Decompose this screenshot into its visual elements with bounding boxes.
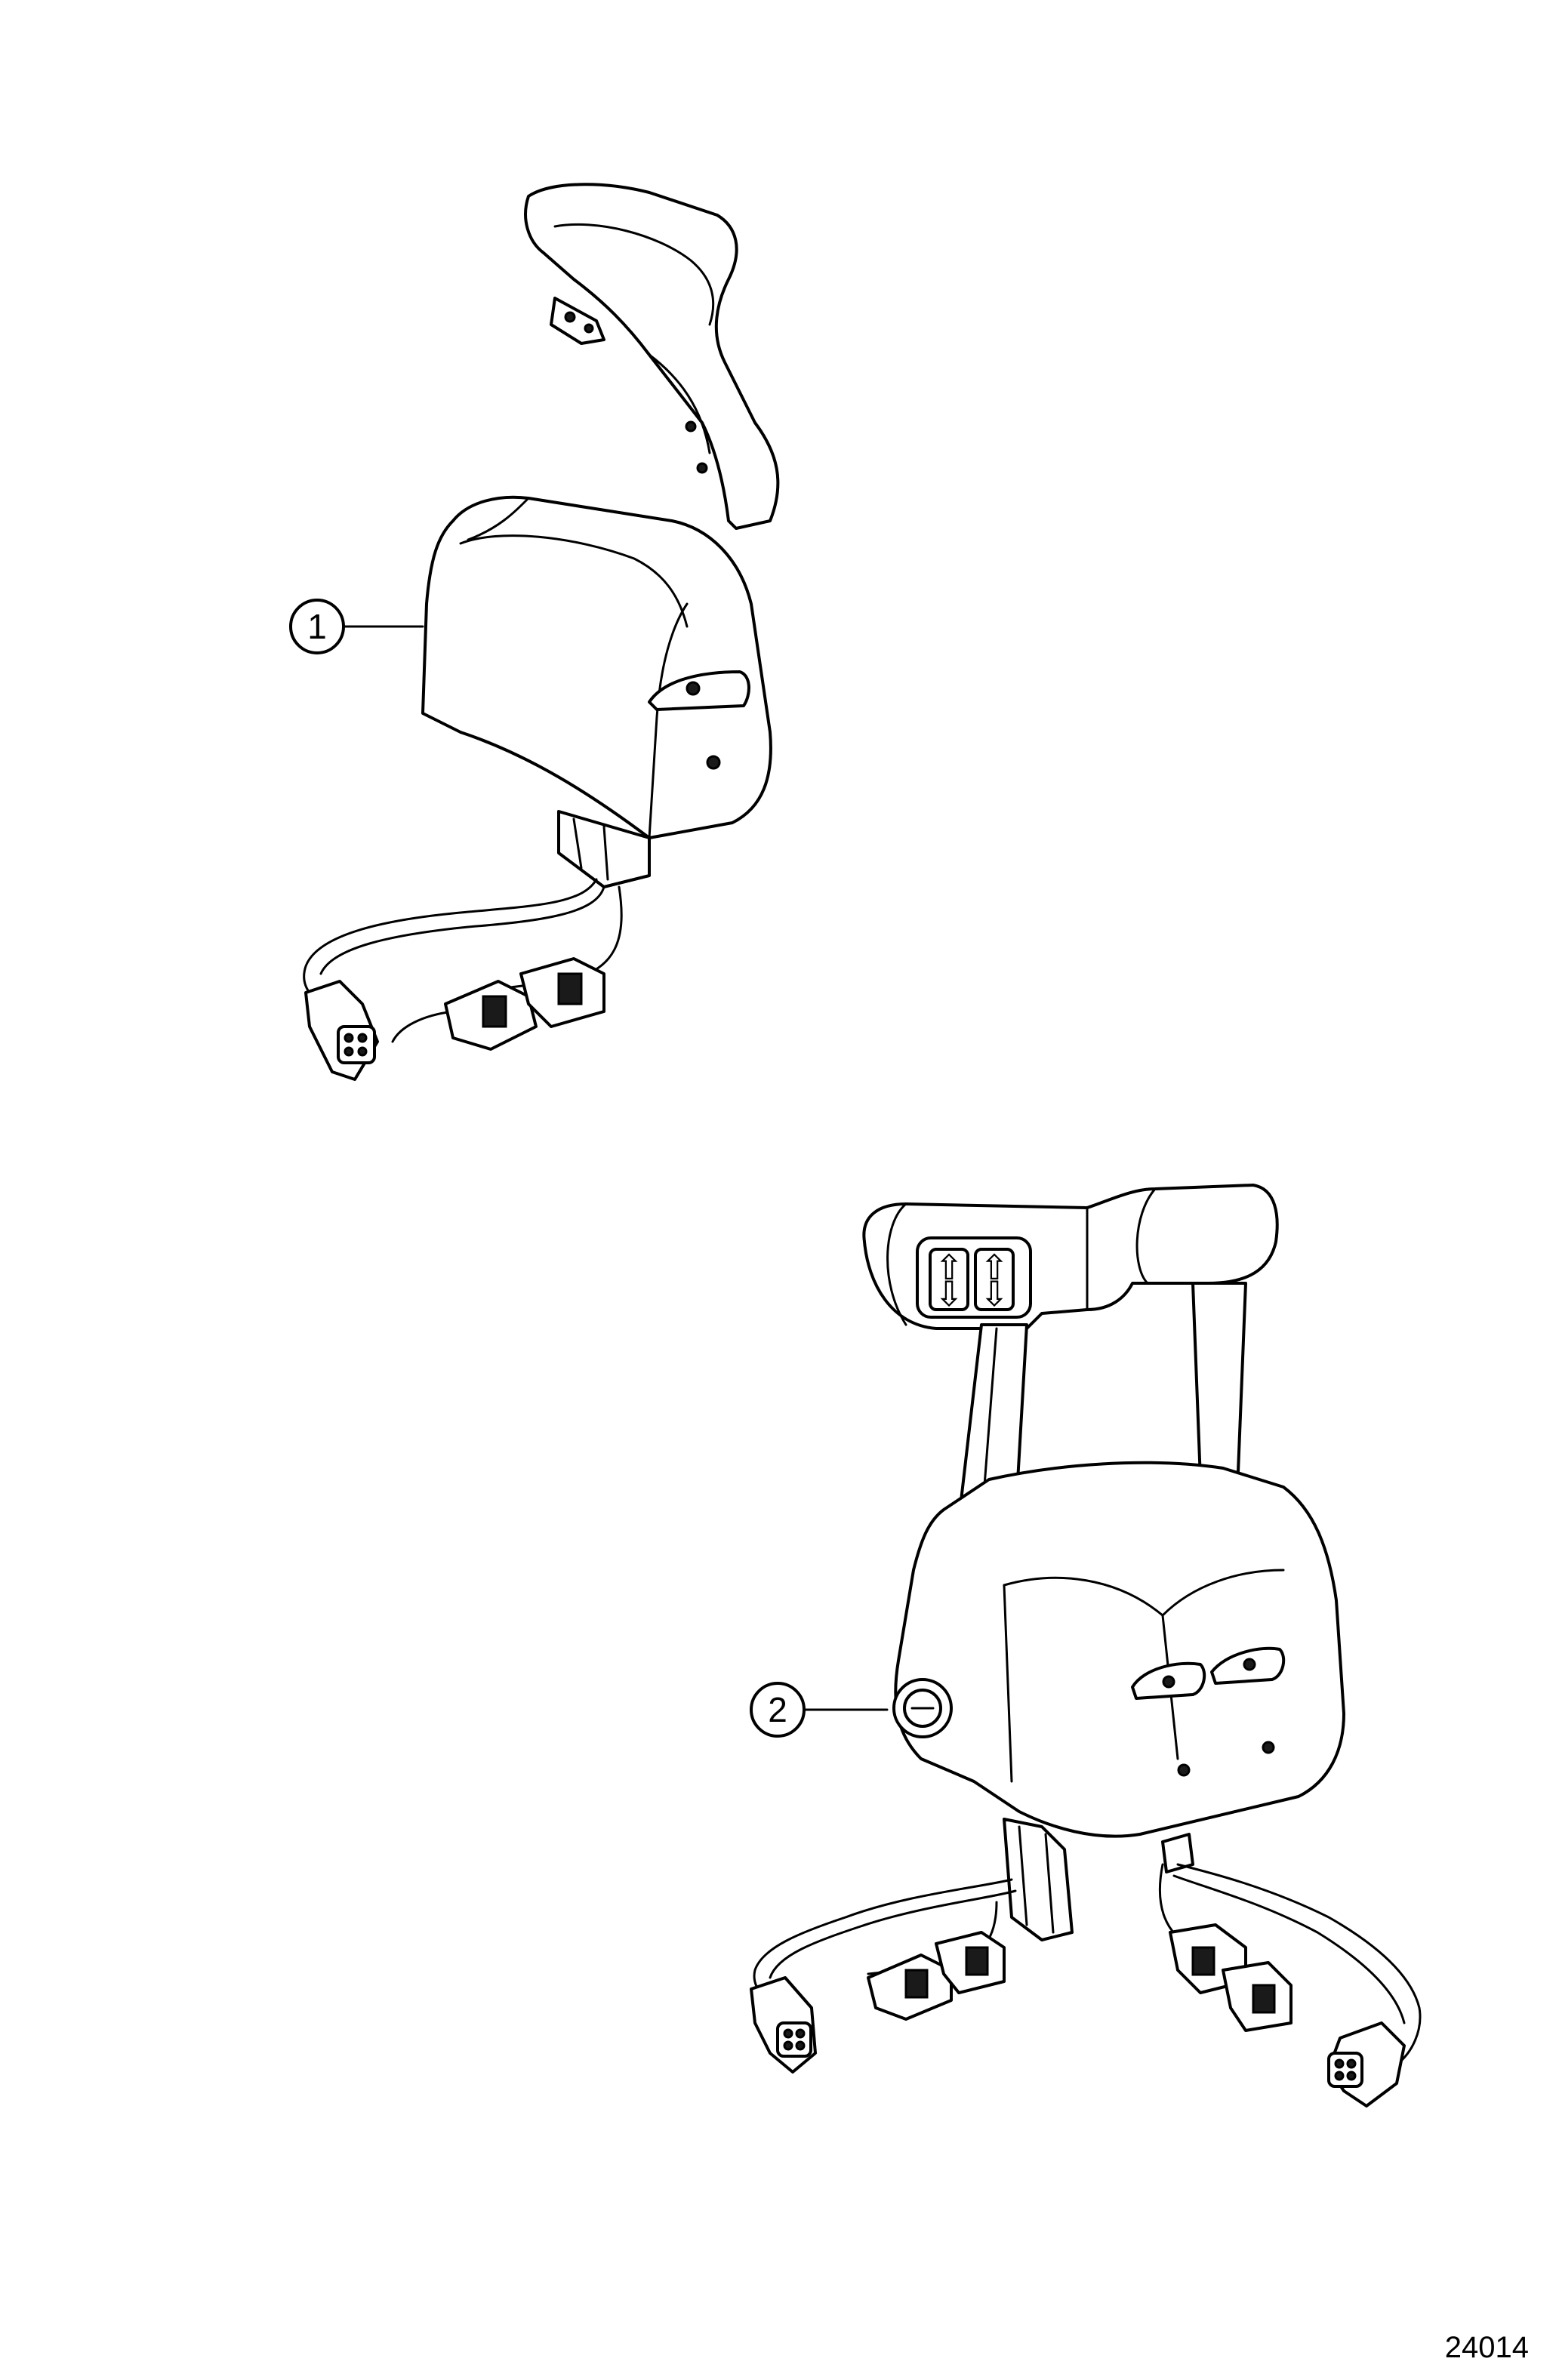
dual-control-housing [894,1461,1345,1838]
connector-plug [304,980,379,1081]
dual-mounting-bracket [1003,1818,1074,1941]
cable-harness-left [753,1878,1013,2002]
arrow-down-icon: ⇩ [980,1274,1009,1313]
callout-number-1: 1 [307,607,327,646]
single-lever-control: 1 [289,183,780,1081]
grip-pad [550,297,605,345]
lever-pivot-lock [892,1678,953,1738]
connector-pair-left [867,1931,1006,2021]
callout-circle-1 [289,599,345,654]
cable-harness [303,878,598,1009]
control-housing [421,495,772,839]
connector-pair-right [1169,1923,1292,2032]
arrow-up-icon: ⇧ [935,1248,964,1287]
connector-pair [444,957,605,1051]
dual-lever-control: ⇧ ⇩ ⇧ ⇩ [750,1184,1422,2108]
figure-number: 24014 [1444,2331,1529,2364]
arrow-up-icon: ⇧ [980,1248,1009,1287]
callout-number-2: 2 [768,1690,787,1729]
callout-circle-2 [750,1682,806,1738]
cable-harness-right [1176,1863,1422,2066]
connector-plug-right [1327,2021,1406,2108]
right-lever-arm [1191,1282,1247,1481]
connector-plug-left [750,1976,817,2074]
trim-switches: ⇧ ⇩ ⇧ ⇩ [916,1236,1032,1319]
arrow-down-icon: ⇩ [935,1274,964,1313]
